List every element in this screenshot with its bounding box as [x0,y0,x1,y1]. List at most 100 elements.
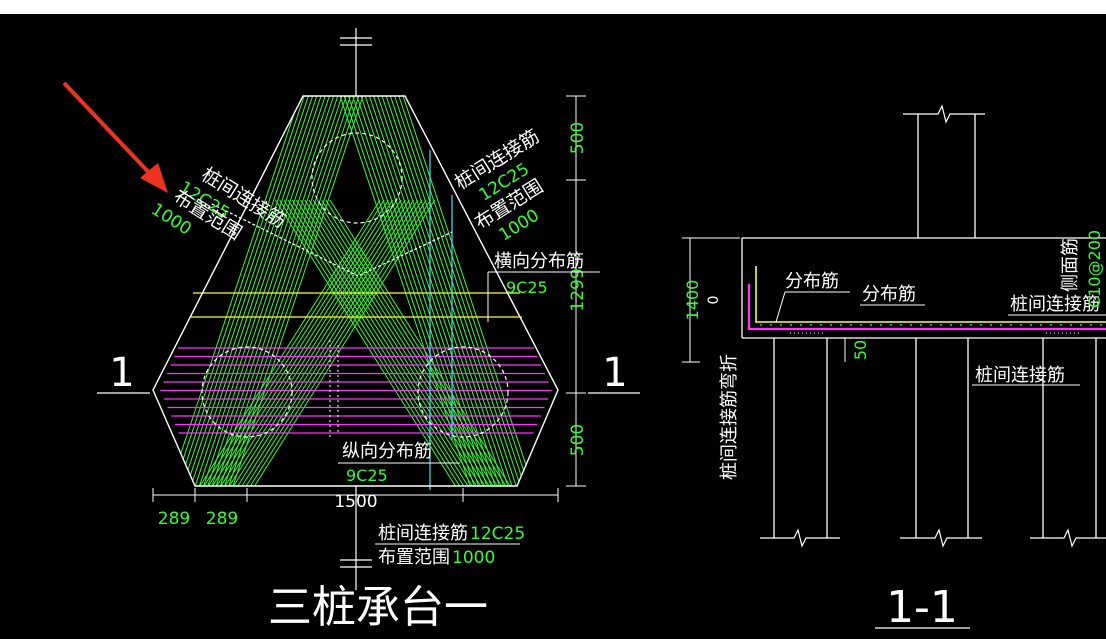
green-bar [291,199,473,486]
section-leader-1b [775,291,786,323]
section-label-distribution2: 分布筋 [862,284,916,305]
section-mark-right: 1 [602,350,627,396]
bottom-label-spec1: 12C25 [470,524,525,544]
section-title: 1-1 [886,582,958,633]
dim-bottom-289-b: 289 [206,509,238,529]
top-band [0,0,1106,14]
transverse-label: 横向分布筋 [494,251,584,272]
bottom-label-spec2: 1000 [452,548,495,568]
pile-circle-top [311,132,403,224]
green-bar [224,199,406,486]
green-bar [295,199,477,486]
green-bar [186,96,318,486]
green-bar [198,96,330,486]
section-label-distribution1: 分布筋 [785,271,839,292]
green-bar [245,199,427,486]
section-view: 1400 0 50 分布筋 分布筋 桩间连接筋 桩间连接筋 桩间连接筋弯折 侧面… [682,104,1106,633]
green-bar [394,96,526,486]
section-magenta-rebar [747,284,1106,331]
green-bar [381,96,513,486]
pile3-break [1030,528,1106,548]
green-bar [287,199,469,486]
green-bar [312,199,494,486]
section-column-break [903,104,985,124]
green-bar [398,96,530,486]
pile-circle-right [417,346,509,438]
red-arrow-head [140,163,168,193]
magenta-rebar-bars [160,347,552,434]
green-bar [402,96,534,486]
dim-right-1299: 1299 [568,268,588,311]
green-bar [169,96,301,486]
green-bar [329,199,511,486]
section-label-bend: 桩间连接筋弯折 [719,354,740,480]
green-bar [215,96,347,486]
green-bar [308,199,490,486]
green-bar [316,199,498,486]
section-label-conn-under: 桩间连接筋 [975,365,1065,386]
range-chevron [211,203,453,277]
section-label-side-spec: C10@200 [1085,230,1104,308]
pile2-break [900,528,982,548]
dim-right-500-bottom: 500 [568,424,588,456]
green-bar [203,199,385,486]
green-bar [325,199,507,486]
green-bar [173,96,305,486]
green-bar [241,199,423,486]
green-bar [194,96,326,486]
pile1-break [760,528,840,548]
green-bar [385,96,517,486]
green-bar [220,199,402,486]
green-bar [199,199,381,486]
transverse-spec: 9C25 [506,278,548,297]
green-bar [207,199,389,486]
dim-bottom-289-a: 289 [158,509,190,529]
pile-cap-outline [152,95,559,487]
section-dim-zero: 0 [706,296,722,305]
green-bar [182,96,314,486]
green-bar [283,199,465,486]
green-bar [219,96,351,486]
green-bar [228,199,410,486]
green-bar [304,199,486,486]
section-piles [760,338,1106,548]
bottom-label-line1: 桩间连接筋 [378,523,468,544]
red-arrow-shaft [62,81,158,182]
green-bar [389,96,521,486]
green-bar [216,199,398,486]
green-bar [190,96,322,486]
section-dim-50: 50 [851,340,870,360]
section-mark-left: 1 [109,350,134,396]
green-bar [233,199,415,486]
green-bar [212,199,394,486]
rebar-band-left-to-top [169,96,364,486]
bottom-label-line2: 布置范围 [378,547,450,568]
green-bar [274,199,456,486]
plan-title: 三桩承台一 [268,582,488,633]
green-bar [232,96,364,486]
green-bar [228,96,360,486]
green-bar [373,96,505,486]
green-bar [207,96,339,486]
dim-right-500-top: 500 [568,122,588,154]
section-dim-1400: 1400 [683,280,702,321]
red-arrow-annotation [62,81,168,193]
longitudinal-label: 纵向分布筋 [342,441,432,462]
pile-circle-left [201,346,293,438]
green-bar [300,199,482,486]
green-bar [211,96,343,486]
green-bar [224,96,356,486]
green-bar [177,96,309,486]
green-bar [321,199,503,486]
green-bar [368,96,500,486]
longitudinal-spec: 9C25 [346,466,388,485]
green-bar [377,96,509,486]
green-bar [254,199,436,486]
green-bar [237,199,419,486]
green-bar [249,199,431,486]
section-yellow-rebar [755,266,1106,323]
section-label-side: 侧面筋 [1060,238,1081,292]
section-label-conn-right: 桩间连接筋 [1010,294,1100,315]
green-bar [203,96,335,486]
